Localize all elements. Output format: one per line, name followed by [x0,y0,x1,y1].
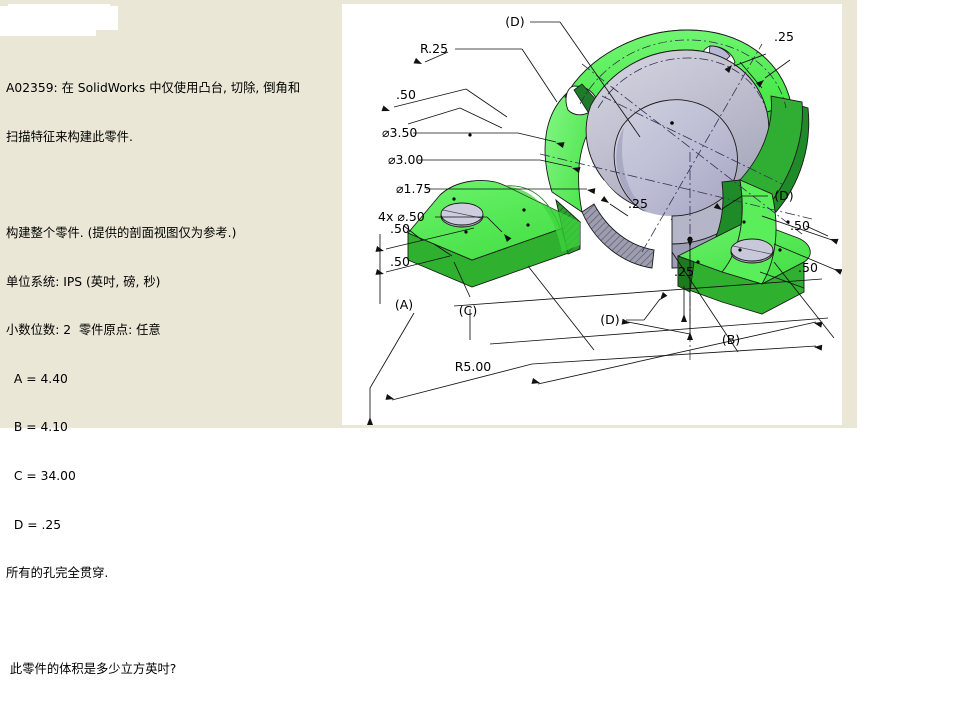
left-plate-shade [506,186,580,252]
variable-a: A = 4.40 [10,371,68,386]
dim-50-upperleft-label: .50 [396,87,416,102]
grid-line-5 [773,261,835,339]
leader-d-bottom-diag [643,298,661,321]
part-3d-model [407,29,811,315]
dim-50-upperleft-line [393,88,467,108]
dome-shadow [616,127,648,212]
paragraph-spacer [6,614,338,629]
dim-50-left-tick-b [433,243,453,257]
dim-50-right-tick-b [759,271,805,289]
dim-r500-line-b [531,345,817,365]
centerline-diag-c [581,63,803,235]
dim-c-label: (C) [459,303,477,318]
hidden-arc-outer [579,39,787,109]
task-line-3: 构建整个零件. (提供的剖面视图仅为参考.) [6,226,237,241]
dim-25-topright-lead-a [733,53,767,67]
dim-50-right-b-label: .50 [798,260,818,275]
dim-50-right-a-line [761,215,833,241]
dim-50-left-a-line [385,227,475,250]
redaction-mark [0,24,52,36]
dim-dia-175-label: ⌀1.75 [396,181,431,196]
dim-b-label: (B) [722,332,740,347]
hidden-arc-inner [597,57,769,117]
dim-50-upperleft-ext2 [465,88,508,118]
grid-line-3 [527,265,595,351]
dimension-labels: (D) .25 R.25 .50 ⌀3.50 ⌀3.00 ⌀1.75 4x ⌀.… [378,14,818,374]
dimension-lines [369,21,837,419]
dim-dia-300-label: ⌀3.00 [388,152,423,167]
left-foot-plate [407,180,582,288]
right-hole-silhouette [732,245,772,255]
engineering-drawing-svg: (D) .25 R.25 .50 ⌀3.50 ⌀3.00 ⌀1.75 4x ⌀.… [367,14,842,425]
leader-4x-dia50-diag [486,216,503,233]
dim-50-left-tick-a [403,225,423,241]
dim-r500-line-a [391,363,533,401]
dim-25-center-label: .25 [628,196,648,211]
dim-r500-label: R5.00 [455,359,492,374]
dim-d-right-label: (D) [774,188,793,203]
dim-r25-label: R.25 [420,41,448,56]
dim-50-upperleft-ext [407,107,461,125]
centerline-long-a [539,153,813,220]
right-arm-shade [739,95,803,207]
dome-cut-hatch [581,203,655,269]
dim-50-left-a-label: .50 [390,221,410,236]
dim-4x-dia-50-label: 4x ⌀.50 [378,209,425,224]
leader-r25-diag [521,48,558,103]
hidden-arcs [579,39,787,117]
centerline-long-b [641,43,763,253]
dim-d-bottom-label: (D) [600,312,619,327]
leader-25-center [609,203,629,217]
dim-50-right-b-line [773,243,837,271]
variable-d: D = .25 [10,517,62,532]
dim-25-rightleg-label: .25 [674,264,694,279]
dim-b-line [537,321,817,385]
leader-c-up [453,261,471,298]
task-line-4: 单位系统: IPS (英吋, 磅, 秒) [6,274,161,289]
leader-dia350-arrow [517,132,557,143]
variable-c: C = 34.00 [10,469,76,484]
dim-25-topright-label: .25 [774,29,794,44]
redaction-mark [60,4,110,12]
task-line-5: 小数位数: 2 零件原点: 任意 [6,323,161,338]
dim-dia-350-label: ⌀3.50 [382,125,417,140]
centerline-ring [601,95,783,185]
dimension-arrowheads [367,57,842,425]
paragraph-spacer [6,178,338,193]
dome-cut-gap [594,180,672,248]
redaction-mark [8,4,72,14]
task-line-6: 所有的孔完全贯穿. [6,566,109,581]
dim-50-left-b-label: .50 [390,254,410,269]
leader-r25-arrow [424,51,449,63]
grid-line-4 [671,251,739,353]
task-question: 此零件的体积是多少立方英吋? [6,662,177,677]
task-line-2: 扫描特征来构建此零件. [6,130,133,145]
task-line-1: A02359: 在 SolidWorks 中仅使用凸台, 切除, 倒角和 [6,81,301,96]
grid-line-1 [453,278,823,307]
variable-b: B = 4.10 [10,420,68,435]
leader-d-top-diag [559,21,641,138]
dim-25-topright-lead-b [764,59,791,79]
task-description-block: A02359: 在 SolidWorks 中仅使用凸台, 切除, 倒角和 扫描特… [6,48,338,710]
dim-d-top-label: (D) [505,14,524,29]
dim-50-left-b-line [385,255,451,273]
dim-a-label: (A) [395,297,413,312]
leader-a-line [369,312,415,389]
leader-dia300-arrow [539,159,573,168]
leader-d-right-diag [721,195,743,210]
screenshot-root: A02359: 在 SolidWorks 中仅使用凸台, 切除, 倒角和 扫描特… [0,0,857,677]
dim-50-right-tick-a [805,225,829,237]
dim-50-right-a-label: .50 [790,218,810,233]
engineering-drawing-panel: (D) .25 R.25 .50 ⌀3.50 ⌀3.00 ⌀1.75 4x ⌀.… [342,4,842,425]
origin-axis-h [627,321,691,335]
dim-50-upperleft-ext3 [459,107,503,129]
grid-line-2 [489,317,829,345]
